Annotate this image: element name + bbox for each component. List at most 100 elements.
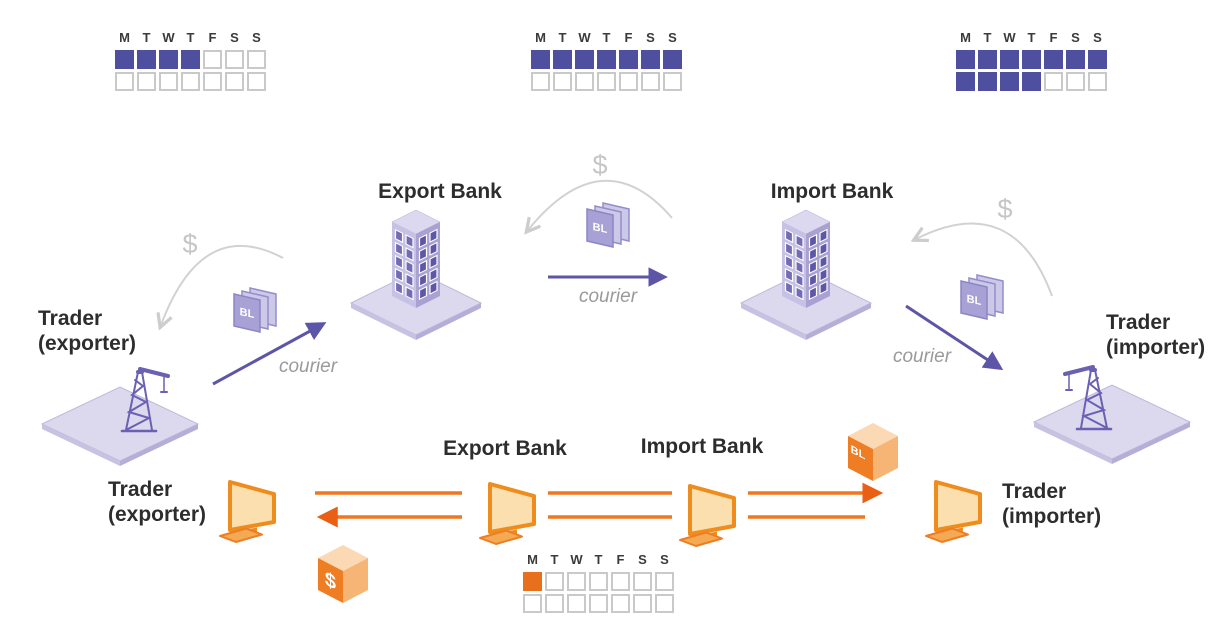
day-letter: F (208, 30, 217, 45)
dollar-cube-text: $ (325, 567, 336, 594)
calendar-day-filled (1066, 50, 1085, 69)
calendar-day-empty (589, 572, 608, 591)
calendar-day-empty (545, 572, 564, 591)
calendar-day-empty (203, 50, 222, 69)
payment-arc-exporter: $ (140, 229, 284, 345)
calendar-day-empty (115, 72, 134, 91)
import-bank-building-icon (739, 209, 873, 340)
day-letter: T (550, 552, 559, 567)
calendar-week-row (956, 50, 1107, 69)
calendar-day-filled (115, 50, 134, 69)
trader-exporter-line1: Trader (38, 307, 103, 330)
calendar-day-filled (575, 50, 594, 69)
day-letter: T (558, 30, 567, 45)
calendar-day-empty (655, 572, 674, 591)
calendar-day-filled (553, 50, 572, 69)
day-letter: F (1049, 30, 1058, 45)
calendar-day-filled (641, 50, 660, 69)
calendar-day-filled (663, 50, 682, 69)
payment-arc-import-bank: $ (905, 194, 1053, 297)
day-letter: S (660, 552, 669, 567)
calendar-day-filled (159, 50, 178, 69)
calendar-day-filled (1022, 72, 1041, 91)
calendar-day-filled (619, 50, 638, 69)
day-letter: M (527, 552, 538, 567)
calendar-day-empty (247, 72, 266, 91)
calendar-day-empty (247, 50, 266, 69)
calendar-day-empty (1044, 72, 1063, 91)
calendar-day-filled (978, 50, 997, 69)
export-bank-label-digital: Export Bank (443, 437, 567, 460)
trader-exporter-label-digital: Trader (exporter) (108, 477, 206, 527)
calendar-week-row (531, 50, 682, 69)
calendar-day-filled (137, 50, 156, 69)
calendar-day-empty (225, 72, 244, 91)
trader-importer-dock-crane-icon (1032, 365, 1192, 464)
calendar-day-filled (1022, 50, 1041, 69)
calendar-day-filled (531, 50, 550, 69)
calendar-day-empty (531, 72, 550, 91)
bl-documents-icon-1: BL (233, 287, 277, 333)
calendar-day-empty (633, 594, 652, 613)
day-letter: T (594, 552, 603, 567)
day-letter: S (646, 30, 655, 45)
calendar-week-row (956, 72, 1107, 91)
day-letter: S (230, 30, 239, 45)
calendar-day-filled (956, 72, 975, 91)
calendar-day-filled (181, 50, 200, 69)
calendar-day-empty (545, 594, 564, 613)
trader-exporter-digital-line1: Trader (108, 478, 173, 501)
trader-importer-line1: Trader (1106, 311, 1171, 334)
calendar-day-empty (1066, 72, 1085, 91)
dollar-cube-icon: $ (318, 545, 368, 603)
calendar-day-empty (655, 594, 674, 613)
day-letter: S (1071, 30, 1080, 45)
calendar-day-empty (225, 50, 244, 69)
courier-label-3: courier (892, 346, 952, 367)
day-letter: M (535, 30, 546, 45)
trader-importer-label-digital: Trader (importer) (1002, 479, 1101, 529)
bl-documents-icon-3: BL (960, 274, 1004, 320)
calendar-day-empty (633, 572, 652, 591)
day-letter: F (624, 30, 633, 45)
day-letter: T (186, 30, 195, 45)
bl-documents-icon-2: BL (586, 202, 630, 248)
calendar-day-empty (567, 572, 586, 591)
day-letter: W (578, 30, 591, 45)
trader-exporter-dock-crane-icon (40, 367, 200, 466)
day-letter: F (616, 552, 625, 567)
calendar-day-filled (956, 50, 975, 69)
day-letter: T (1027, 30, 1036, 45)
import-bank-computer-icon (679, 484, 736, 547)
calendar-day-empty (1088, 72, 1107, 91)
export-bank-label-traditional: Export Bank (378, 180, 502, 203)
bl-doc-text-1: BL (240, 306, 255, 321)
calendar-day-empty (575, 72, 594, 91)
trader-importer-line2: (importer) (1106, 336, 1206, 359)
calendar-day-filled (978, 72, 997, 91)
calendar-week-row (523, 572, 674, 591)
calendar-day-empty (611, 594, 630, 613)
calendar-day-empty (181, 72, 200, 91)
trader-exporter-line2: (exporter) (38, 332, 137, 355)
calendar-day-filled (597, 50, 616, 69)
day-letter: M (119, 30, 130, 45)
calendar-day-empty (137, 72, 156, 91)
calendar-day-empty (567, 594, 586, 613)
courier-arrow-bank-to-bank (548, 267, 668, 287)
courier-arrow-bank-to-importer (905, 304, 1004, 371)
bl-cube-icon: BL (848, 423, 898, 481)
import-bank-label-traditional: Import Bank (770, 180, 894, 203)
day-letter: T (983, 30, 992, 45)
calendar-week-row (523, 594, 674, 613)
trader-importer-digital-line2: (importer) (1002, 505, 1102, 528)
day-letter: T (602, 30, 611, 45)
calendar-day-filled (1044, 50, 1063, 69)
day-letter: S (668, 30, 677, 45)
day-letter: S (252, 30, 261, 45)
export-bank-building-icon (349, 209, 483, 340)
